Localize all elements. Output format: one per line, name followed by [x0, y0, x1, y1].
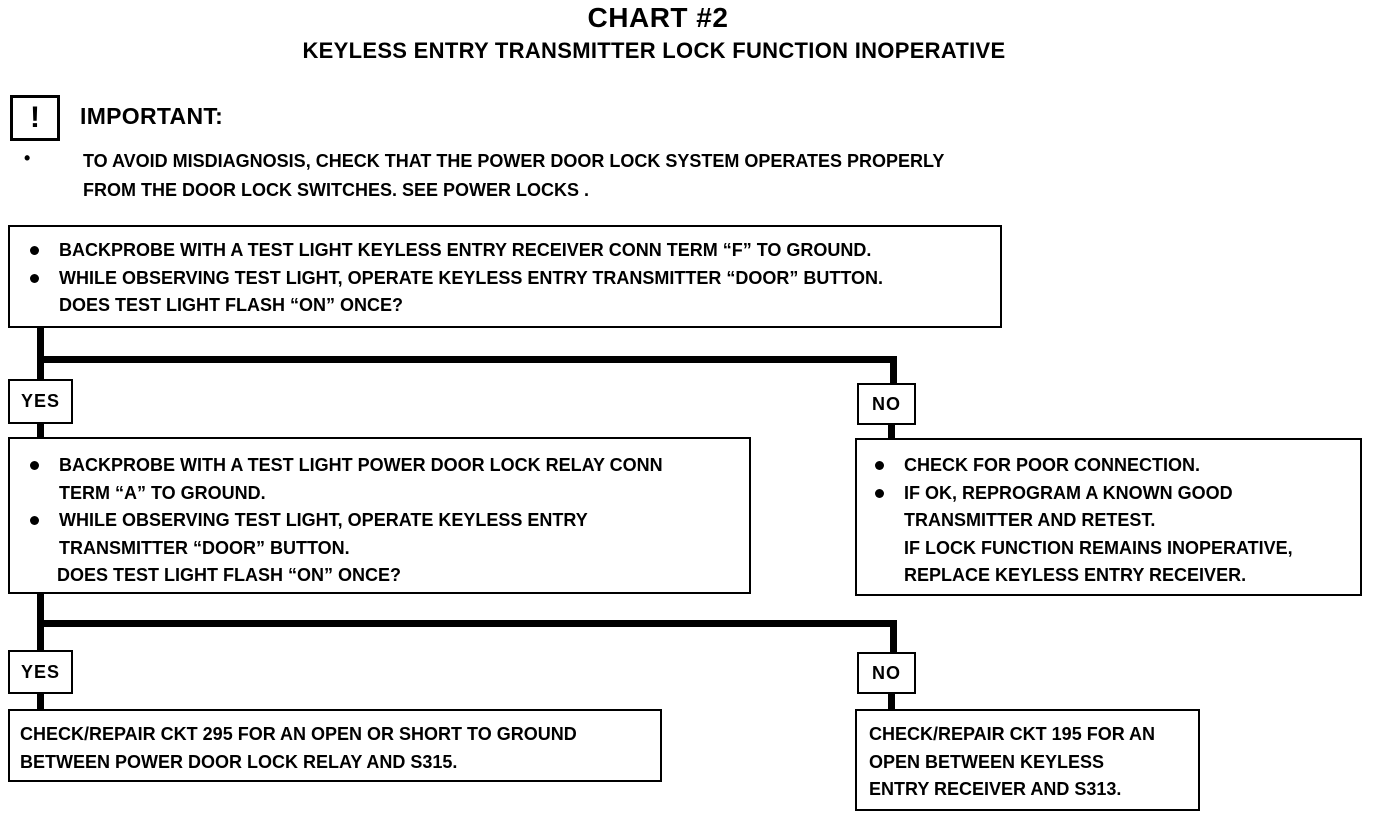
step2-yes-box: BACKPROBE WITH A TEST LIGHT POWER DOOR L… [8, 437, 751, 594]
important-bullet: • [24, 148, 31, 168]
result-no-box: CHECK/REPAIR CKT 195 FOR AN OPEN BETWEEN… [855, 709, 1200, 811]
step2-yes-line: BACKPROBE WITH A TEST LIGHT POWER DOOR L… [24, 452, 749, 480]
step2-no-line: REPLACE KEYLESS ENTRY RECEIVER. [904, 565, 1247, 585]
step1-box: BACKPROBE WITH A TEST LIGHT KEYLESS ENTR… [8, 225, 1002, 328]
result-no-line: CHECK/REPAIR CKT 195 FOR AN [869, 724, 1156, 744]
result-no-line: ENTRY RECEIVER AND S313. [869, 779, 1122, 799]
step2-no-box: CHECK FOR POOR CONNECTION. IF OK, REPROG… [855, 438, 1362, 596]
result-yes-line: BETWEEN POWER DOOR LOCK RELAY AND S315. [20, 751, 458, 772]
chart-title: CHART #2 [587, 2, 729, 33]
branch2-yes-label: YES [8, 650, 73, 694]
branch2-no-label: NO [857, 652, 916, 694]
result-yes-line: CHECK/REPAIR CKT 295 FOR AN OPEN OR SHOR… [20, 724, 577, 744]
step2-yes-line: WHILE OBSERVING TEST LIGHT, OPERATE KEYL… [24, 507, 749, 535]
result-yes-box: CHECK/REPAIR CKT 295 FOR AN OPEN OR SHOR… [8, 709, 662, 782]
step2-no-line: CHECK FOR POOR CONNECTION. [869, 452, 1360, 480]
step1-line: BACKPROBE WITH A TEST LIGHT KEYLESS ENTR… [24, 237, 1000, 265]
exclamation-box-icon: ! [10, 95, 60, 141]
connector-line [890, 356, 897, 383]
step1-line: DOES TEST LIGHT FLASH “ON” ONCE? [59, 295, 404, 315]
connector-line [888, 425, 895, 439]
connector-line [37, 356, 897, 363]
important-note: TO AVOID MISDIAGNOSIS, CHECK THAT THE PO… [83, 147, 944, 205]
connector-line [37, 328, 44, 379]
connector-line [37, 694, 44, 710]
branch1-yes-label: YES [8, 379, 73, 424]
chart-subtitle: KEYLESS ENTRY TRANSMITTER LOCK FUNCTION … [302, 38, 1006, 63]
step2-no-line: IF LOCK FUNCTION REMAINS INOPERATIVE, [904, 537, 1293, 558]
connector-line [37, 424, 44, 438]
connector-line [890, 620, 897, 652]
step2-no-line: TRANSMITTER AND RETEST. [904, 510, 1156, 530]
step2-yes-line: TRANSMITTER “DOOR” BUTTON. [59, 537, 350, 558]
step2-yes-line: TERM “A” TO GROUND. [59, 482, 266, 503]
step2-no-line: IF OK, REPROGRAM A KNOWN GOOD [869, 480, 1360, 508]
step1-line: WHILE OBSERVING TEST LIGHT, OPERATE KEYL… [24, 265, 1000, 293]
connector-line [37, 620, 897, 627]
important-note-line: FROM THE DOOR LOCK SWITCHES. SEE POWER L… [83, 180, 590, 200]
branch1-no-label: NO [857, 383, 916, 425]
important-note-line: TO AVOID MISDIAGNOSIS, CHECK THAT THE PO… [83, 151, 945, 171]
result-no-line: OPEN BETWEEN KEYLESS [869, 751, 1105, 772]
important-label: IMPORTANT: [80, 103, 224, 129]
step2-yes-line: DOES TEST LIGHT FLASH “ON” ONCE? [57, 565, 402, 585]
connector-line [888, 694, 895, 710]
